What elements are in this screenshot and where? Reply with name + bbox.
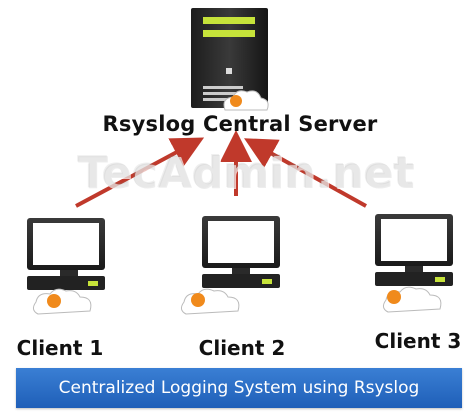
caption-banner: Centralized Logging System using Rsyslog [16, 368, 462, 408]
arrow-client3-to-server [244, 138, 367, 208]
client-1-label: Client 1 [16, 336, 104, 360]
client-2-cloud-icon [180, 288, 240, 315]
arrow-client1-to-server [75, 137, 205, 208]
client-2-label: Client 2 [198, 336, 286, 360]
client-1-computer-icon [27, 218, 105, 315]
client-2-computer-icon [180, 216, 280, 315]
client-3-computer-icon [375, 214, 453, 313]
server-label: Rsyslog Central Server [102, 112, 378, 136]
server-icon [191, 8, 269, 111]
client-3-label: Client 3 [374, 329, 462, 353]
client-3-cloud-icon [382, 286, 442, 313]
server-cloud-icon [223, 90, 269, 111]
client-1-cloud-icon [32, 288, 92, 315]
